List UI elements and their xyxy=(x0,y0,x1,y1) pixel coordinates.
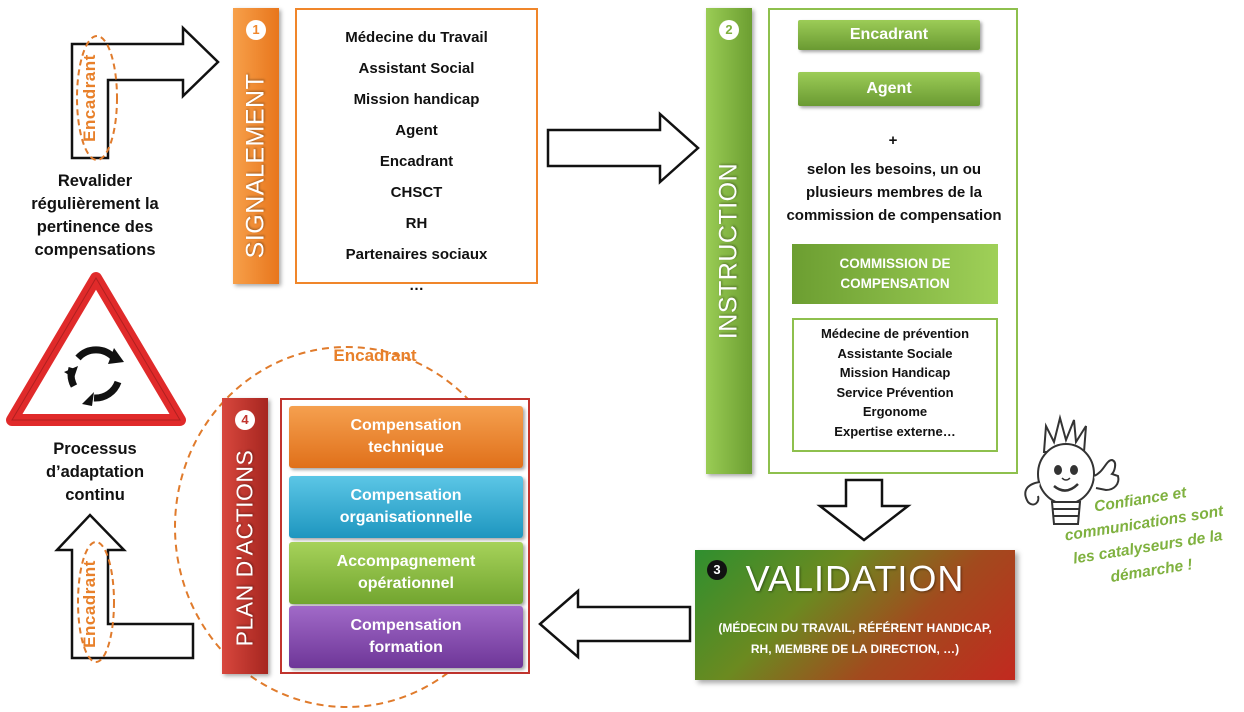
plan-header: Encadrant xyxy=(333,346,417,365)
action-compensation-organisationnelle: Compensation organisationnelle xyxy=(289,476,523,538)
instruction-column: 2 INSTRUCTION xyxy=(706,8,752,474)
list-item: Mission handicap xyxy=(353,91,480,108)
list-item: RH xyxy=(405,215,428,232)
commission-members-box: Médecine de prévention Assistante Social… xyxy=(792,318,998,452)
plan-title: PLAN D'ACTIONS xyxy=(231,449,258,647)
action-compensation-formation: Compensation formation xyxy=(289,606,523,668)
stage-number-4: 4 xyxy=(235,410,255,430)
stage-number-3: 3 xyxy=(707,560,727,580)
instruction-agent-button: Agent xyxy=(798,72,980,106)
list-item: … xyxy=(409,277,424,294)
instruction-plus: + xyxy=(888,132,898,149)
instruction-title: INSTRUCTION xyxy=(714,162,743,340)
action-accompagnement-operationnel: Accompagnement opérationnel xyxy=(289,542,523,604)
signalement-title: SIGNALEMENT xyxy=(241,73,270,259)
list-item: Encadrant xyxy=(379,153,454,170)
signalement-list: Médecine du Travail Assistant Social Mis… xyxy=(297,10,536,301)
commission-members-list: Médecine de prévention Assistante Social… xyxy=(794,320,996,441)
list-item: Assistante Sociale xyxy=(837,345,953,361)
validation-subtitle: (MÉDECIN DU TRAVAIL, RÉFÉRENT HANDICAP, … xyxy=(718,621,992,656)
top-left-l-arrow xyxy=(70,25,220,160)
plan-column: 4 PLAN D'ACTIONS xyxy=(222,398,268,674)
list-item: Mission Handicap xyxy=(839,365,951,380)
validation-title: VALIDATION xyxy=(745,558,965,599)
list-item: Assistant Social xyxy=(358,60,475,77)
instruction-to-validation-arrow xyxy=(816,478,912,542)
list-item: Ergonome xyxy=(862,404,928,419)
signalement-column: 1 SIGNALEMENT xyxy=(233,8,279,284)
list-item: Médecine de prévention xyxy=(820,326,970,341)
instruction-box: Encadrant Agent + selon les besoins, un … xyxy=(768,8,1018,474)
list-item: CHSCT xyxy=(390,184,443,201)
signalement-to-instruction-arrow xyxy=(546,111,700,185)
bottom-left-l-arrow xyxy=(54,513,195,660)
stage-number-1: 1 xyxy=(246,20,266,40)
instruction-encadrant-button: Encadrant xyxy=(798,20,980,50)
commission-box: COMMISSION DE COMPENSATION xyxy=(792,244,998,304)
highlight-ellipse-left-top xyxy=(76,35,118,161)
validation-to-plan-arrow xyxy=(538,588,692,660)
list-item: Médecine du Travail xyxy=(345,29,488,46)
highlight-ellipse-left-bottom xyxy=(77,541,115,663)
action-compensation-technique: Compensation technique xyxy=(289,406,523,468)
list-item: Partenaires sociaux xyxy=(345,246,488,263)
instruction-text: selon les besoins, un ou plusieurs membr… xyxy=(786,161,1002,224)
revalider-text: Revalider régulièrement la pertinence de… xyxy=(31,172,159,259)
stage-number-2: 2 xyxy=(719,20,739,40)
processus-text: Processus d’adaptation continu xyxy=(45,440,145,504)
validation-box: 3 VALIDATION (MÉDECIN DU TRAVAIL, RÉFÉRE… xyxy=(695,550,1015,680)
lightbulb-mascot-icon xyxy=(1024,414,1120,525)
list-item: Expertise externe… xyxy=(834,423,956,439)
list-item: Service Prévention xyxy=(836,384,954,400)
signalement-list-box: Médecine du Travail Assistant Social Mis… xyxy=(295,8,538,294)
list-item: Agent xyxy=(395,122,438,139)
roundabout-warning-sign xyxy=(6,272,186,426)
